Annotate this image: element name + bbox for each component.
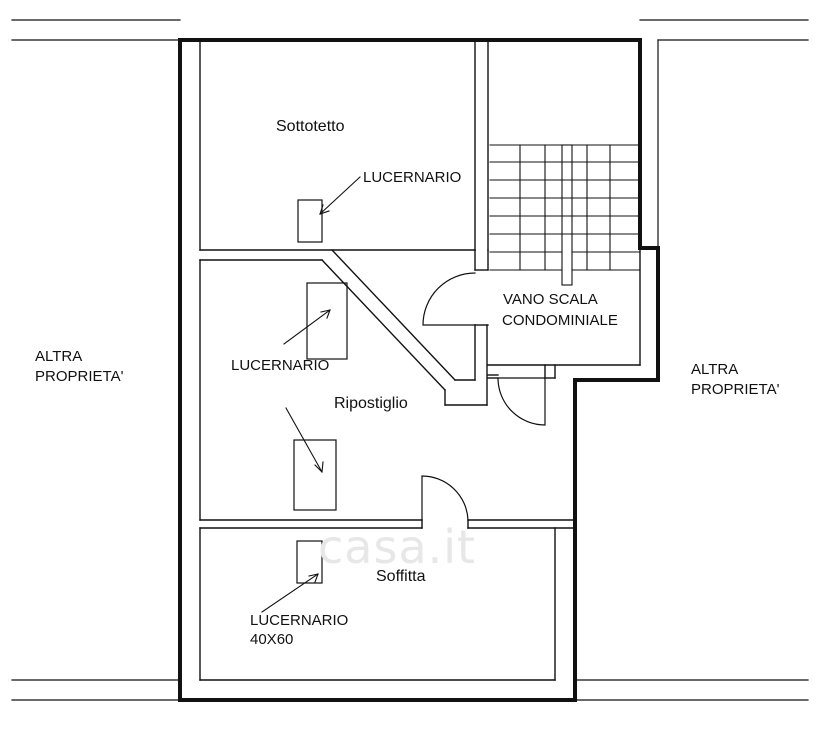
room-label-ripostiglio: Ripostiglio xyxy=(334,395,408,412)
skylight-label-top: LUCERNARIO xyxy=(363,169,462,186)
neighbor-label-right-line2: PROPRIETA' xyxy=(691,381,780,398)
room-label-vano-scala-line1: VANO SCALA xyxy=(503,291,598,308)
interior-walls xyxy=(199,39,641,681)
skylight-label-middle: LUCERNARIO xyxy=(231,357,330,374)
outer-wall xyxy=(178,38,660,702)
room-label-sottotetto: Sottotetto xyxy=(276,118,345,135)
skylights xyxy=(293,199,348,584)
right-neighbor-lines xyxy=(574,39,809,701)
skylight-label-bottom: LUCERNARIO xyxy=(250,612,349,629)
neighbor-label-left-line1: ALTRA xyxy=(35,348,83,365)
neighbor-label-left-line2: PROPRIETA' xyxy=(35,368,124,385)
staircase xyxy=(489,144,641,286)
left-neighbor-lines xyxy=(11,19,809,701)
neighbor-label-right-line1: ALTRA xyxy=(691,361,739,378)
doors xyxy=(421,272,546,521)
watermark: casa.it xyxy=(318,520,477,574)
room-label-soffitta: Soffitta xyxy=(376,568,426,585)
skylight-size-bottom: 40X60 xyxy=(250,631,294,648)
skylight-arrows xyxy=(261,176,361,613)
room-label-vano-scala-line2: CONDOMINIALE xyxy=(502,312,618,329)
